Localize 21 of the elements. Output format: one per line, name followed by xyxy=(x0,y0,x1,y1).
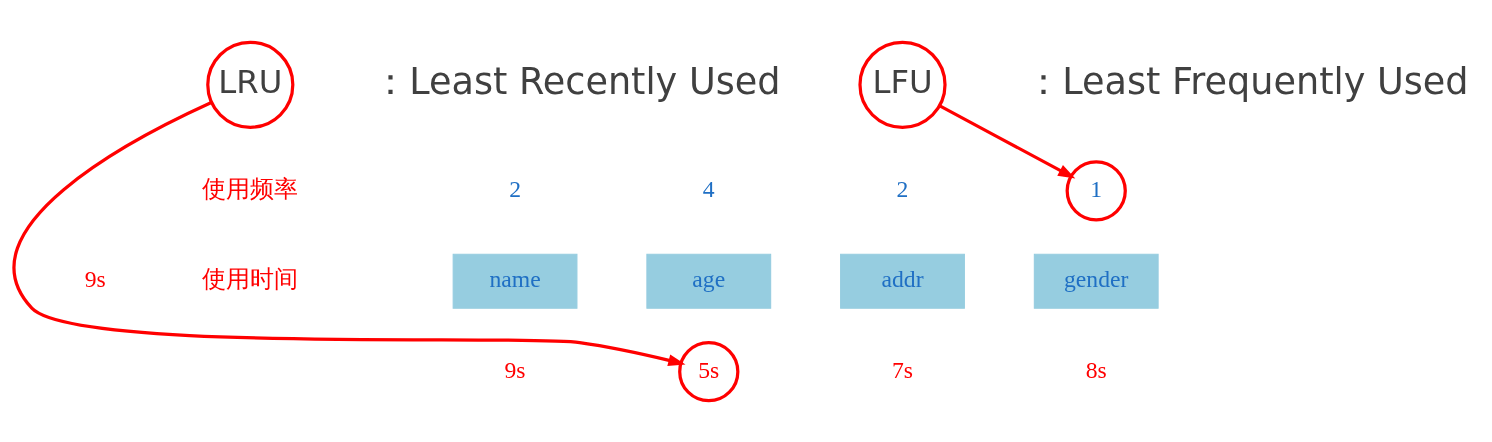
label: 4 xyxy=(702,175,715,202)
node-circle: LRU xyxy=(206,40,295,129)
arrow xyxy=(939,104,1076,179)
label: 9s xyxy=(504,356,526,383)
label: 2 xyxy=(896,175,909,202)
label: 7s xyxy=(891,356,914,383)
node-box: addr xyxy=(840,253,965,309)
label: 8s xyxy=(1085,356,1107,383)
node-label: ：Least Recently Used xyxy=(372,59,781,103)
node-box: age xyxy=(646,253,772,309)
arrow xyxy=(13,100,686,366)
label: 使用频率 xyxy=(202,174,299,203)
node-circle: 5s xyxy=(678,340,740,402)
label: 使用时间 xyxy=(202,264,299,293)
node-box: name xyxy=(452,253,578,309)
node-circle: LFU xyxy=(858,40,947,129)
label: 9s xyxy=(84,265,106,292)
label: 2 xyxy=(509,175,521,202)
node-box: gender xyxy=(1033,253,1159,309)
node-label: ：Least Frequently Used xyxy=(1025,59,1469,103)
node-circle: 1 xyxy=(1065,159,1127,221)
